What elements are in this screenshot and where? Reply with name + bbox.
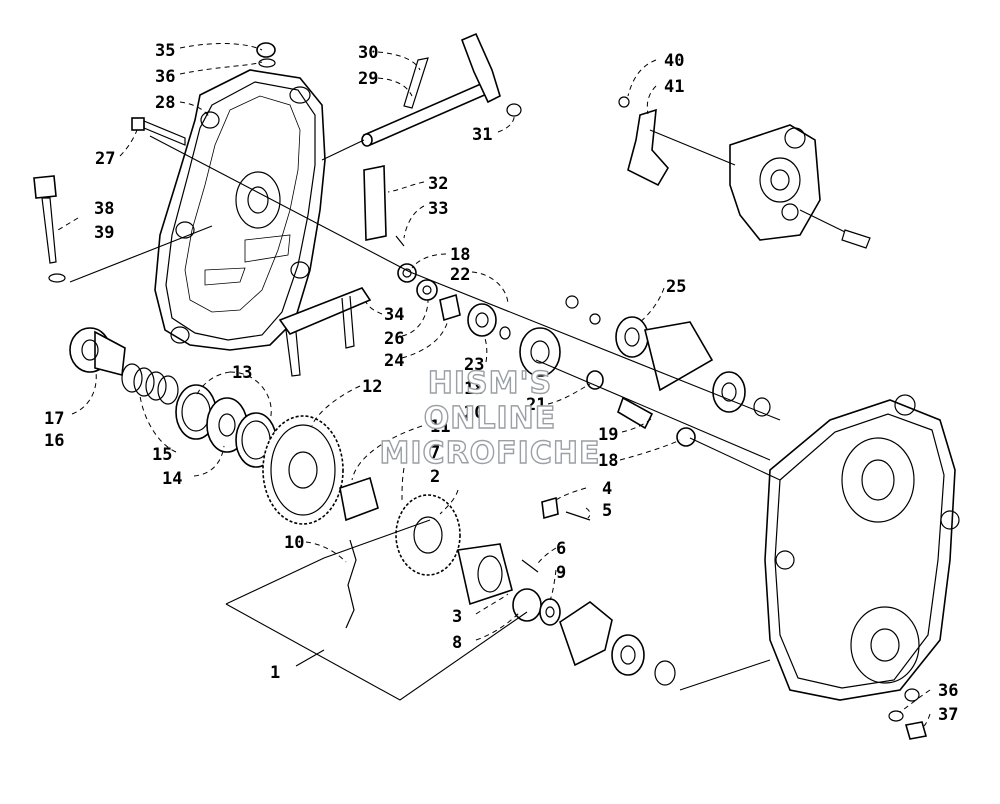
callout-21: 21 (526, 395, 546, 415)
callout-29: 29 (358, 69, 378, 89)
callout-31: 31 (472, 125, 492, 145)
callout-38: 38 (94, 199, 114, 219)
callout-19: 19 (598, 425, 618, 445)
assembly-lines (69, 129, 846, 691)
callout-23: 23 (464, 355, 484, 375)
callout-16: 16 (44, 431, 64, 451)
sprocket-assy-25 (565, 295, 771, 417)
callout-36: 36 (155, 67, 175, 87)
callout-15: 15 (152, 445, 172, 465)
callout-34: 34 (384, 305, 404, 325)
callout-18b: 18 (464, 379, 484, 399)
callout-11: 11 (430, 417, 450, 437)
lower-bearings (559, 601, 676, 686)
callout-30: 30 (358, 43, 378, 63)
callout-9: 9 (556, 563, 566, 583)
callout-3: 3 (452, 607, 462, 627)
callout-20: 20 (464, 403, 484, 423)
callout-7: 7 (430, 443, 440, 463)
watermark-line-3: MICROFICHE (380, 436, 601, 471)
callout-labels: 35 36 28 27 38 39 30 29 31 32 33 18 22 3… (44, 41, 958, 725)
assembly-bracket-1 (225, 519, 528, 701)
callout-17: 17 (44, 409, 64, 429)
gearcase-housing (764, 394, 960, 702)
input-cup-17 (69, 327, 126, 377)
callout-18c: 18 (598, 451, 618, 471)
watermark-line-1: HISM'S (428, 366, 553, 401)
shaft-19 (617, 396, 696, 447)
callout-13: 13 (232, 363, 252, 383)
hub-11 (339, 476, 379, 522)
reverse-housing (729, 124, 871, 249)
callout-12: 12 (362, 377, 382, 397)
callout-22: 22 (450, 265, 470, 285)
callout-26: 26 (384, 329, 404, 349)
chaincase-cover (154, 69, 326, 351)
callout-5: 5 (602, 501, 612, 521)
callout-36b: 36 (938, 681, 958, 701)
detent-pin-4 (521, 496, 591, 573)
callout-10: 10 (284, 533, 304, 553)
washer-35 (256, 42, 276, 68)
gear-2 (395, 494, 513, 606)
drain-plug-37 (888, 710, 928, 740)
callout-40: 40 (664, 51, 684, 71)
bushing-8 (512, 588, 561, 626)
gear-12 (262, 415, 344, 525)
callout-14: 14 (162, 469, 182, 489)
callout-24: 24 (384, 351, 404, 371)
shift-fork-34 (278, 287, 372, 377)
callout-27: 27 (95, 149, 115, 169)
watermark: HISM'S ONLINE MICROFICHE (379, 365, 601, 471)
spring-15 (121, 363, 179, 405)
callout-37: 37 (938, 705, 958, 725)
plate-32 (363, 165, 405, 247)
input-shaft-parts (397, 263, 511, 340)
callout-6: 6 (556, 539, 566, 559)
dipstick-38 (33, 175, 66, 283)
watermark-line-2: ONLINE (424, 401, 557, 436)
callout-18a: 18 (450, 245, 470, 265)
callout-25: 25 (666, 277, 686, 297)
callout-1: 1 (270, 663, 280, 683)
gear-cluster-20 (519, 327, 604, 390)
callout-33: 33 (428, 199, 448, 219)
callout-39: 39 (94, 223, 114, 243)
callout-2: 2 (430, 467, 440, 487)
shift-shaft-29 (361, 32, 522, 147)
callout-35: 35 (155, 41, 175, 61)
callout-41: 41 (664, 77, 684, 97)
callout-4: 4 (602, 479, 612, 499)
cap-screw-27 (131, 117, 186, 146)
lever-40 (618, 96, 669, 187)
thrust-washers-13 (175, 384, 277, 468)
callout-leaders (57, 43, 931, 727)
callout-8: 8 (452, 633, 462, 653)
chain-10 (345, 539, 357, 629)
callout-32: 32 (428, 174, 448, 194)
callout-28: 28 (155, 93, 175, 113)
